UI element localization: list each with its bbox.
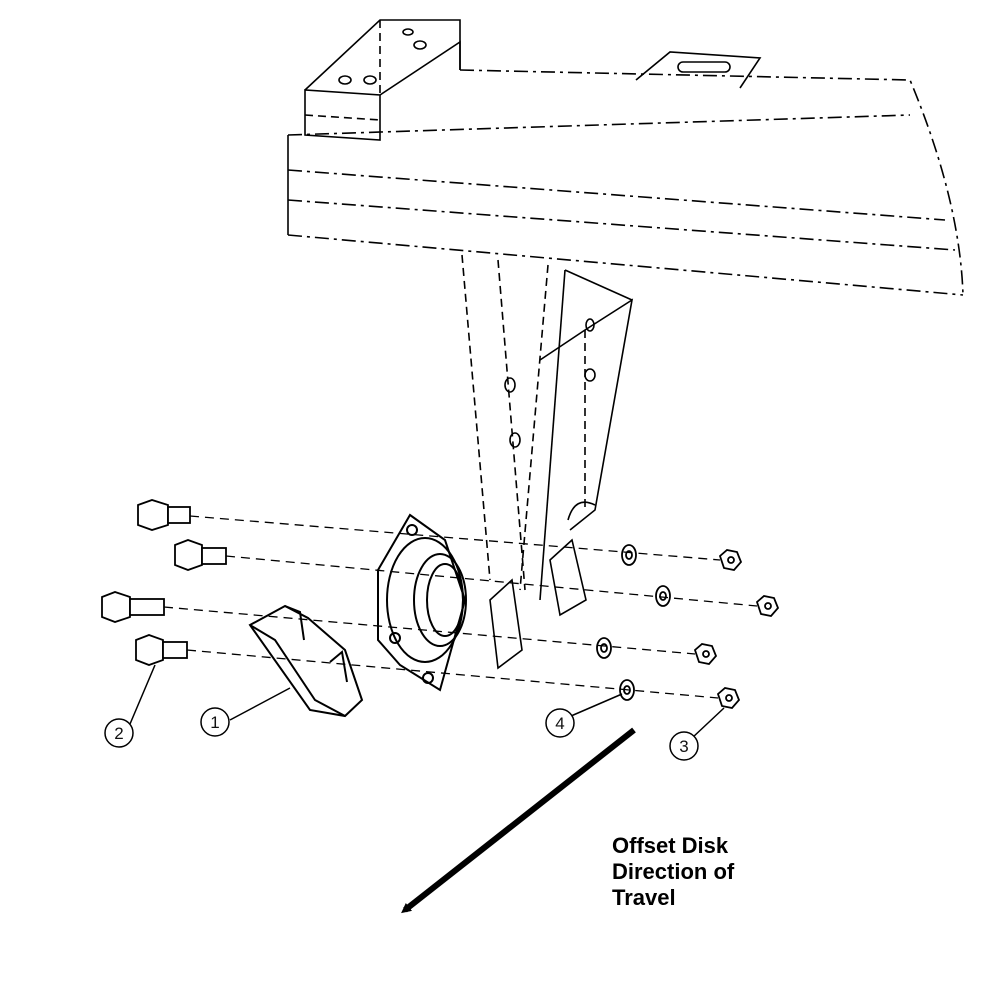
mounting-bracket (304, 19, 461, 141)
nut-1 (718, 549, 743, 571)
bolt-4 (135, 634, 188, 666)
alignment-lines (163, 515, 758, 699)
caption-line-2: Direction of (612, 859, 735, 884)
nuts (693, 549, 780, 709)
bolt-1 (137, 499, 191, 531)
hanger-arms (461, 254, 634, 670)
callout-3-label: 3 (679, 737, 688, 756)
callout-2: 2 (104, 664, 156, 748)
callout-4-label: 4 (555, 714, 564, 733)
bolt-2 (174, 539, 227, 571)
callout-1-label: 1 (210, 713, 219, 732)
callout-3: 3 (669, 707, 725, 761)
nut-2 (755, 595, 780, 617)
washer-1 (621, 544, 637, 566)
direction-arrow (401, 727, 636, 914)
caption-line-3: Travel (612, 885, 676, 910)
bearing-flange (377, 513, 467, 692)
shield-part (248, 604, 364, 718)
bolts (101, 499, 227, 666)
callout-4: 4 (545, 693, 623, 738)
slotted-tab (635, 51, 762, 89)
frame-beam (287, 19, 964, 296)
callout-1: 1 (200, 687, 291, 737)
bolt-3 (101, 591, 165, 623)
washer-2 (655, 585, 671, 607)
nut-4 (716, 687, 741, 709)
washer-3 (596, 637, 612, 659)
nut-3 (693, 643, 718, 665)
direction-caption: Offset Disk Direction of Travel (612, 833, 734, 911)
callout-2-label: 2 (114, 724, 123, 743)
caption-line-1: Offset Disk (612, 833, 729, 858)
washers (596, 544, 671, 701)
